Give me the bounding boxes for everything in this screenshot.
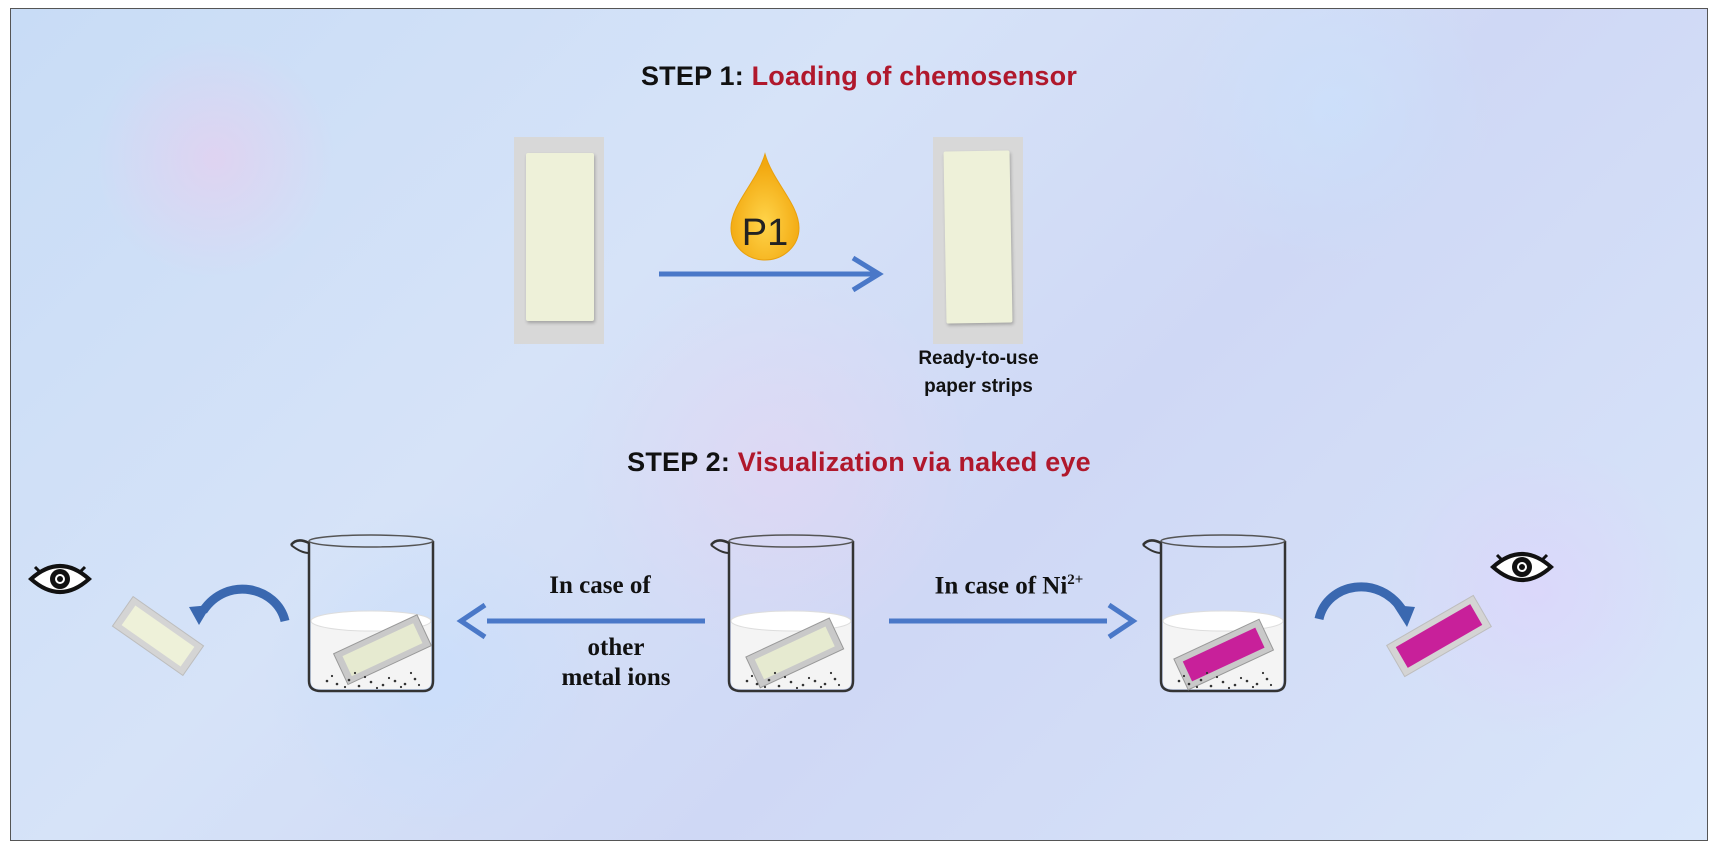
- blank-paper-strip: [526, 153, 594, 321]
- step1-title: STEP 1: Loading of chemosensor: [11, 61, 1707, 92]
- caption-line-2: paper strips: [924, 376, 1033, 397]
- right-curved-arrow: [1314, 582, 1415, 627]
- caption-line-1: Ready-to-use: [918, 348, 1039, 369]
- step1-arrow: [659, 255, 884, 293]
- ready-strip-photo: [933, 137, 1023, 344]
- left-branch-line1: In case of: [549, 572, 651, 599]
- left-curved-arrow: [189, 584, 290, 625]
- right-branch-label: In case of Ni2+: [899, 572, 1119, 600]
- beaker-center: [710, 534, 855, 693]
- right-branch-text: In case of Ni: [934, 572, 1068, 600]
- left-branch-arrow: [456, 602, 705, 640]
- drop-icon: [730, 152, 800, 261]
- step2-title: STEP 2: Visualization via naked eye: [11, 447, 1707, 478]
- left-branch-line3: metal ions: [561, 664, 671, 691]
- beaker-ni-ions: [1142, 534, 1287, 693]
- beaker-other-ions: [290, 534, 435, 693]
- step1-lead: STEP 1:: [640, 61, 744, 91]
- right-branch-arrow: [889, 602, 1138, 640]
- p1-label: P1: [741, 212, 789, 254]
- ni-charge: 2+: [1067, 572, 1084, 588]
- colored-strip-result: [1386, 594, 1492, 678]
- diagram-canvas: STEP 1: Loading of chemosensor P1 Ready-…: [10, 8, 1708, 841]
- step2-lead: STEP 2:: [627, 447, 731, 477]
- step2-text: Visualization via naked eye: [737, 447, 1091, 477]
- step1-text: Loading of chemosensor: [751, 61, 1078, 91]
- eye-icon-right: [1490, 552, 1554, 582]
- blank-strip-photo: [514, 137, 604, 344]
- left-branch-line2: other: [587, 634, 645, 661]
- strips-caption: Ready-to-use paper strips: [891, 345, 1066, 401]
- p1-drop: P1: [727, 152, 803, 262]
- unchanged-strip-result: [111, 595, 205, 677]
- eye-icon: [28, 564, 92, 594]
- ready-paper-strip: [943, 150, 1013, 324]
